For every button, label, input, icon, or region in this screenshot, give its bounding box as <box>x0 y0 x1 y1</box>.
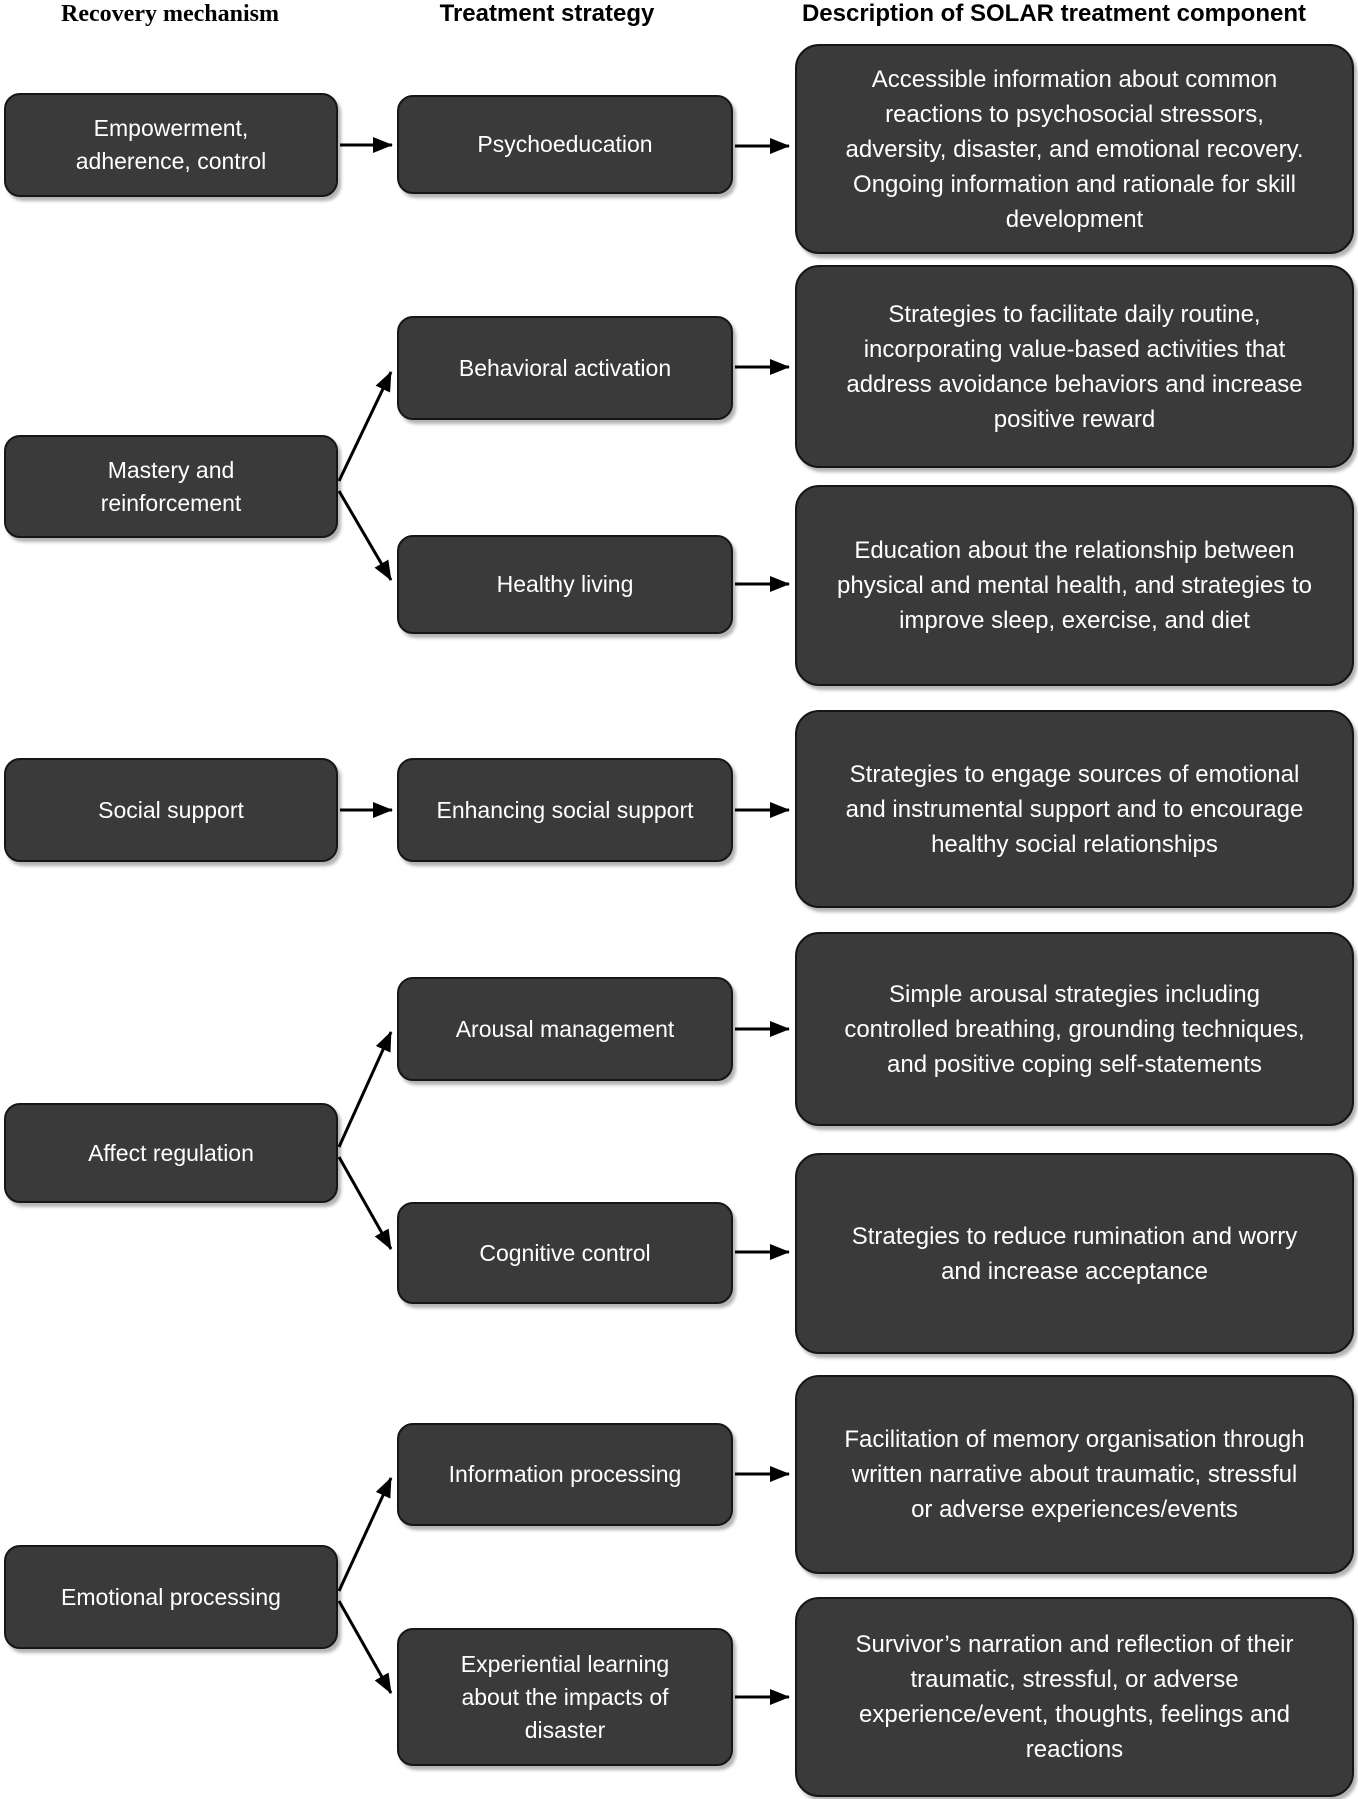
description-box-cognitive-control: Strategies to reduce rumination and worr… <box>795 1153 1354 1354</box>
description-box-behavioral-activation: Strategies to facilitate daily routine, … <box>795 265 1354 468</box>
strategy-box-arousal-management: Arousal management <box>397 977 733 1081</box>
description-box-arousal-management: Simple arousal strategies including cont… <box>795 932 1354 1126</box>
description-box-healthy-living: Education about the relationship between… <box>795 485 1354 686</box>
column-header-recovery-mechanism: Recovery mechanism <box>61 1 279 27</box>
arrow-mastery-to-healthy-living <box>337 490 393 581</box>
description-box-psychoeducation: Accessible information about common reac… <box>795 44 1354 254</box>
mechanism-box-affect-regulation: Affect regulation <box>4 1103 338 1203</box>
arrow-emotional-to-information-processing <box>337 1477 393 1592</box>
mechanism-box-social-support: Social support <box>4 758 338 862</box>
mechanism-box-empowerment: Empowerment, adherence, control <box>4 93 338 197</box>
strategy-box-healthy-living: Healthy living <box>397 535 733 634</box>
strategy-box-information-processing: Information processing <box>397 1423 733 1526</box>
column-header-treatment-strategy: Treatment strategy <box>439 0 655 27</box>
description-box-enhancing-social-support: Strategies to engage sources of emotiona… <box>795 710 1354 908</box>
column-header-description: Description of SOLAR treatment component <box>801 0 1307 27</box>
mechanism-box-mastery: Mastery and reinforcement <box>4 435 338 538</box>
arrow-affect-to-cognitive-control <box>337 1156 393 1250</box>
arrow-mastery-to-behavioral-activation <box>337 371 393 482</box>
description-box-information-processing: Facilitation of memory organisation thro… <box>795 1375 1354 1574</box>
mechanism-box-emotional-processing: Emotional processing <box>4 1545 338 1649</box>
strategy-box-behavioral-activation: Behavioral activation <box>397 316 733 420</box>
strategy-box-experiential-learning: Experiential learning about the impacts … <box>397 1628 733 1766</box>
arrow-emotional-to-experiential-learning <box>337 1600 393 1694</box>
strategy-box-psychoeducation: Psychoeducation <box>397 95 733 194</box>
description-box-experiential-learning: Survivor’s narration and reflection of t… <box>795 1597 1354 1797</box>
strategy-box-cognitive-control: Cognitive control <box>397 1202 733 1304</box>
strategy-box-enhancing-social-support: Enhancing social support <box>397 758 733 862</box>
arrow-affect-to-arousal-management <box>337 1031 393 1148</box>
